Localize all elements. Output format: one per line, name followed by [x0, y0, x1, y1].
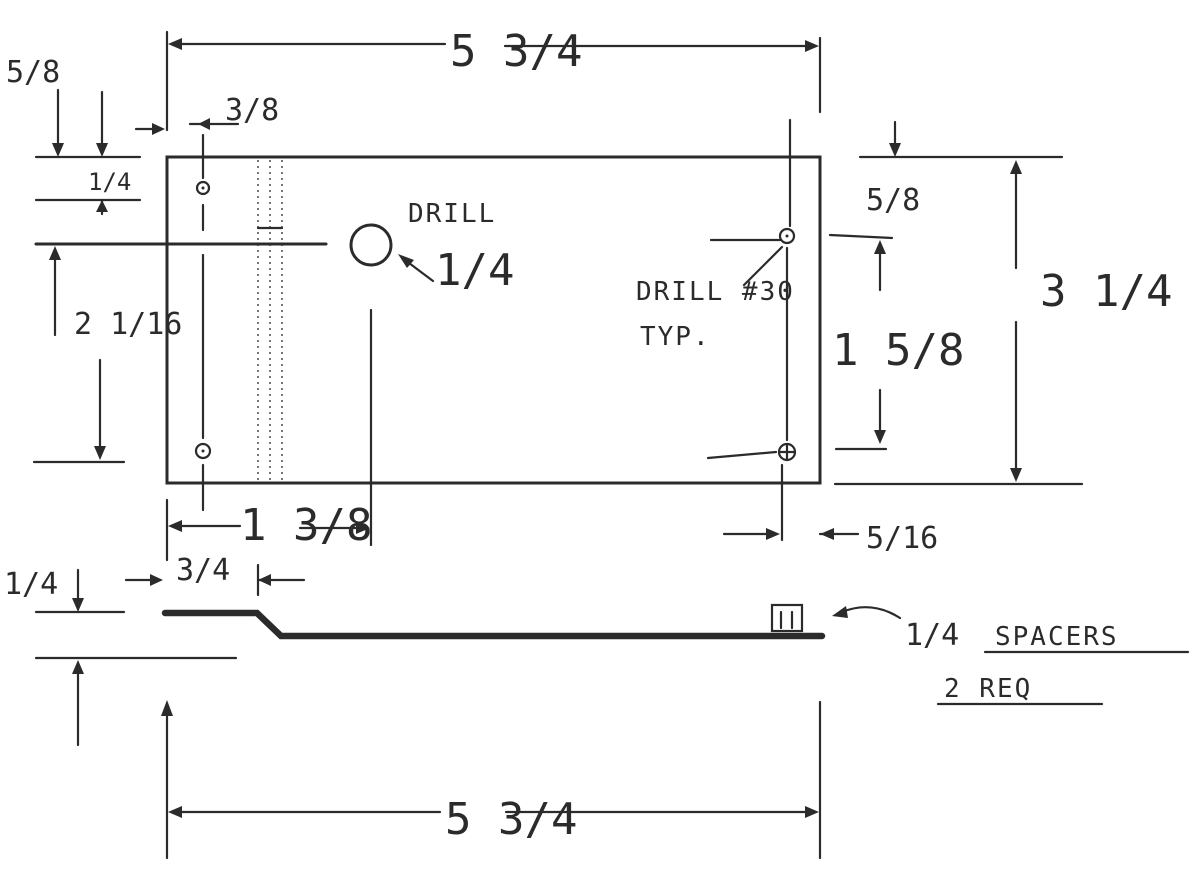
- label-hole-from-top: 1/4: [88, 168, 131, 196]
- label-bottom-width: 5 3/4: [445, 794, 577, 845]
- left-mounting-holes: [194, 133, 212, 512]
- dim-lower-horizontal: [124, 498, 860, 597]
- label-top-edge-offset: 5/8: [6, 55, 60, 90]
- label-hole-inset: 3/8: [225, 93, 279, 128]
- plate-outline: [165, 155, 822, 485]
- label-drill-big: DRILL: [408, 199, 496, 229]
- label-overall-height: 3 1/4: [1040, 266, 1172, 317]
- side-view-profile: [161, 603, 826, 640]
- dim-bottom-width: [161, 700, 822, 860]
- label-bend-offset: 3/4: [176, 553, 230, 588]
- label-bend-height: 1/4: [4, 567, 58, 602]
- dim-hole-inset: [134, 118, 240, 135]
- label-drill-small: DRILL #30: [636, 277, 795, 307]
- spacer-leader: [832, 606, 1190, 706]
- label-right-hole-spacing: 1 5/8: [832, 325, 964, 376]
- drill-leaders: [398, 245, 784, 287]
- large-drill-hole: [34, 223, 393, 547]
- label-top-width: 5 3/4: [450, 26, 582, 77]
- bend-lines: [256, 160, 284, 480]
- right-mounting-holes: [706, 118, 797, 542]
- label-right-top-offset: 5/8: [866, 183, 920, 218]
- dim-side-height: [34, 568, 238, 747]
- label-big-hole-horizontal: 1 3/8: [240, 500, 372, 551]
- label-typical: TYP.: [640, 322, 711, 352]
- dim-right-vertical: [828, 120, 1084, 486]
- label-spacer-size: 1/4: [905, 618, 959, 653]
- label-right-hole-inset: 5/16: [866, 521, 938, 556]
- label-big-hole-vertical: 2 1/16: [74, 307, 182, 342]
- label-drill-big-size: 1/4: [435, 245, 514, 296]
- dim-left-vertical: [32, 88, 142, 464]
- label-required: 2 REQ: [944, 674, 1032, 704]
- dim-top-width: [165, 30, 822, 132]
- label-spacers: SPACERS: [995, 622, 1119, 652]
